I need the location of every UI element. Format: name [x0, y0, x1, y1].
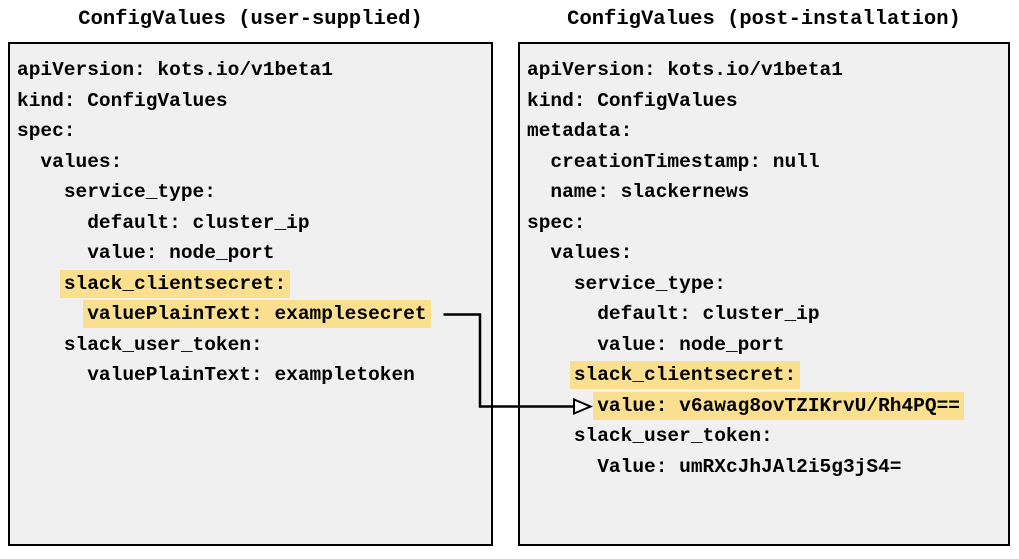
yaml-indent — [17, 212, 87, 234]
yaml-text-highlighted: slack_clientsecret: — [59, 269, 291, 298]
yaml-line: slack_user_token: — [527, 421, 1008, 452]
yaml-indent — [17, 242, 87, 264]
yaml-text-highlighted: value: v6awag8ovTZIKrvU/Rh4PQ== — [593, 391, 964, 420]
yaml-text: apiVersion: kots.io/v1beta1 — [527, 59, 843, 81]
yaml-indent — [527, 334, 597, 356]
yaml-indent — [527, 303, 597, 325]
yaml-text: value: node_port — [87, 242, 275, 264]
yaml-indent — [527, 181, 550, 203]
yaml-indent — [17, 151, 40, 173]
yaml-line: kind: ConfigValues — [17, 86, 491, 117]
yaml-line: apiVersion: kots.io/v1beta1 — [527, 55, 1008, 86]
yaml-indent — [527, 364, 574, 386]
yaml-line: apiVersion: kots.io/v1beta1 — [17, 55, 491, 86]
config-panel-post-installation: apiVersion: kots.io/v1beta1 kind: ConfigV… — [518, 42, 1010, 546]
yaml-line: slack_clientsecret: — [17, 269, 491, 300]
yaml-line: value: node_port — [17, 238, 491, 269]
yaml-line: default: cluster_ip — [527, 299, 1008, 330]
yaml-text: default: cluster_ip — [597, 303, 820, 325]
yaml-indent — [527, 456, 597, 478]
panel-title-user-supplied: ConfigValues (user-supplied) — [78, 8, 423, 31]
yaml-line: Value: umRXcJhJAl2i5g3jS4= — [527, 452, 1008, 483]
yaml-line: service_type: — [527, 269, 1008, 300]
yaml-text: spec: — [527, 211, 586, 234]
yaml-indent — [17, 273, 64, 295]
yaml-text: value: node_port — [597, 333, 785, 356]
yaml-line: valuePlainText: examplesecret — [17, 299, 491, 330]
yaml-line: spec: — [527, 208, 1008, 239]
yaml-line: value: v6awag8ovTZIKrvU/Rh4PQ== — [527, 391, 1008, 422]
yaml-text: slack_user_token: — [573, 425, 773, 447]
yaml-indent — [527, 395, 597, 417]
yaml-indent — [17, 364, 87, 386]
yaml-line: default: cluster_ip — [17, 208, 491, 239]
yaml-line: valuePlainText: exampletoken — [17, 360, 491, 391]
yaml-text: kind: ConfigValues — [527, 89, 738, 112]
yaml-text-highlighted: slack_clientsecret: — [569, 361, 801, 389]
yaml-text-highlighted: valuePlainText: examplesecret — [83, 300, 431, 328]
yaml-line: spec: — [17, 116, 491, 147]
yaml-line: name: slackernews — [527, 177, 1008, 208]
yaml-text: valuePlainText: exampletoken — [87, 364, 415, 386]
yaml-text: kind: ConfigValues — [17, 89, 228, 112]
yaml-line: values: — [17, 147, 491, 178]
yaml-line: kind: ConfigValues — [527, 86, 1008, 117]
yaml-text: service_type: — [573, 272, 726, 295]
yaml-text: slack_user_token: — [63, 333, 263, 356]
yaml-indent — [17, 181, 64, 203]
yaml-indent — [527, 425, 574, 447]
yaml-line: slack_user_token: — [17, 330, 491, 361]
yaml-text: apiVersion: kots.io/v1beta1 — [17, 59, 333, 81]
yaml-line: values: — [527, 238, 1008, 269]
yaml-line: service_type: — [17, 177, 491, 208]
yaml-line: value: node_port — [527, 330, 1008, 361]
yaml-text: default: cluster_ip — [87, 211, 310, 234]
yaml-line: metadata: — [527, 116, 1008, 147]
yaml-text: service_type: — [63, 181, 216, 203]
config-panel-user-supplied: apiVersion: kots.io/v1beta1 kind: ConfigV… — [8, 42, 493, 546]
yaml-text: name: slackernews — [550, 181, 750, 203]
yaml-indent — [17, 303, 87, 325]
yaml-text: values: — [40, 150, 123, 173]
yaml-indent — [17, 334, 64, 356]
panel-title-post-installation: ConfigValues (post-installation) — [567, 8, 961, 31]
yaml-text: metadata: — [527, 120, 633, 142]
yaml-line: creationTimestamp: null — [527, 147, 1008, 178]
yaml-text: values: — [550, 242, 633, 264]
yaml-indent — [527, 242, 550, 264]
yaml-text: creationTimestamp: null — [550, 150, 820, 173]
yaml-text: spec: — [17, 120, 76, 142]
yaml-line: slack_clientsecret: — [527, 360, 1008, 391]
yaml-text: Value: umRXcJhJAl2i5g3jS4= — [597, 455, 902, 478]
yaml-indent — [527, 273, 574, 295]
yaml-indent — [527, 151, 550, 173]
